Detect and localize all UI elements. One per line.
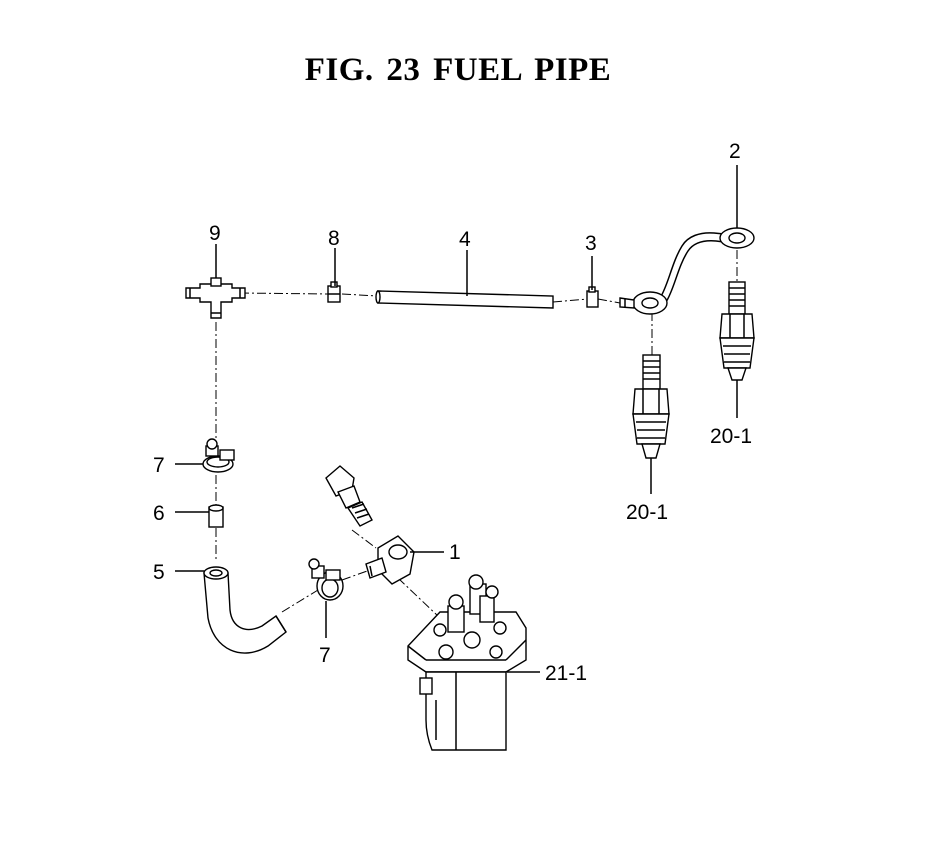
hose-clamp-upper	[202, 438, 235, 473]
callout-8: 8	[328, 227, 340, 250]
callout-20-1-left: 20-1	[626, 501, 668, 524]
injection-pipe	[619, 227, 755, 315]
return-hose	[203, 566, 287, 654]
injection-pump	[407, 574, 527, 751]
callout-3: 3	[585, 232, 597, 255]
callout-7-lower: 7	[319, 644, 331, 667]
hose-clip-8	[327, 281, 341, 303]
hose-clamp-lower	[308, 558, 344, 601]
leader-lines	[175, 165, 738, 673]
eye-bolt	[325, 465, 373, 527]
callout-9: 9	[209, 222, 221, 245]
callout-5: 5	[153, 561, 165, 584]
callout-21-1: 21-1	[545, 662, 587, 685]
banjo-joint	[365, 535, 415, 585]
callout-7-upper: 7	[153, 454, 165, 477]
callout-4: 4	[459, 228, 471, 251]
callout-6: 6	[153, 502, 165, 525]
callout-labels: 2 9 8 4 3 20-1 20-1 7 6 5 1 7 21-1	[153, 140, 752, 685]
callout-1: 1	[449, 541, 461, 564]
pipe-sleeve	[208, 504, 224, 528]
callout-2: 2	[729, 140, 741, 163]
callout-20-1-right: 20-1	[710, 425, 752, 448]
nozzle-holder-right	[719, 281, 755, 418]
tee-joint	[185, 277, 246, 319]
figure-title: FIG. 23 FUEL PIPE	[304, 52, 612, 88]
nozzle-holder-left	[632, 354, 670, 494]
assembly-center-lines	[215, 250, 738, 619]
fuel-hose	[375, 290, 554, 309]
